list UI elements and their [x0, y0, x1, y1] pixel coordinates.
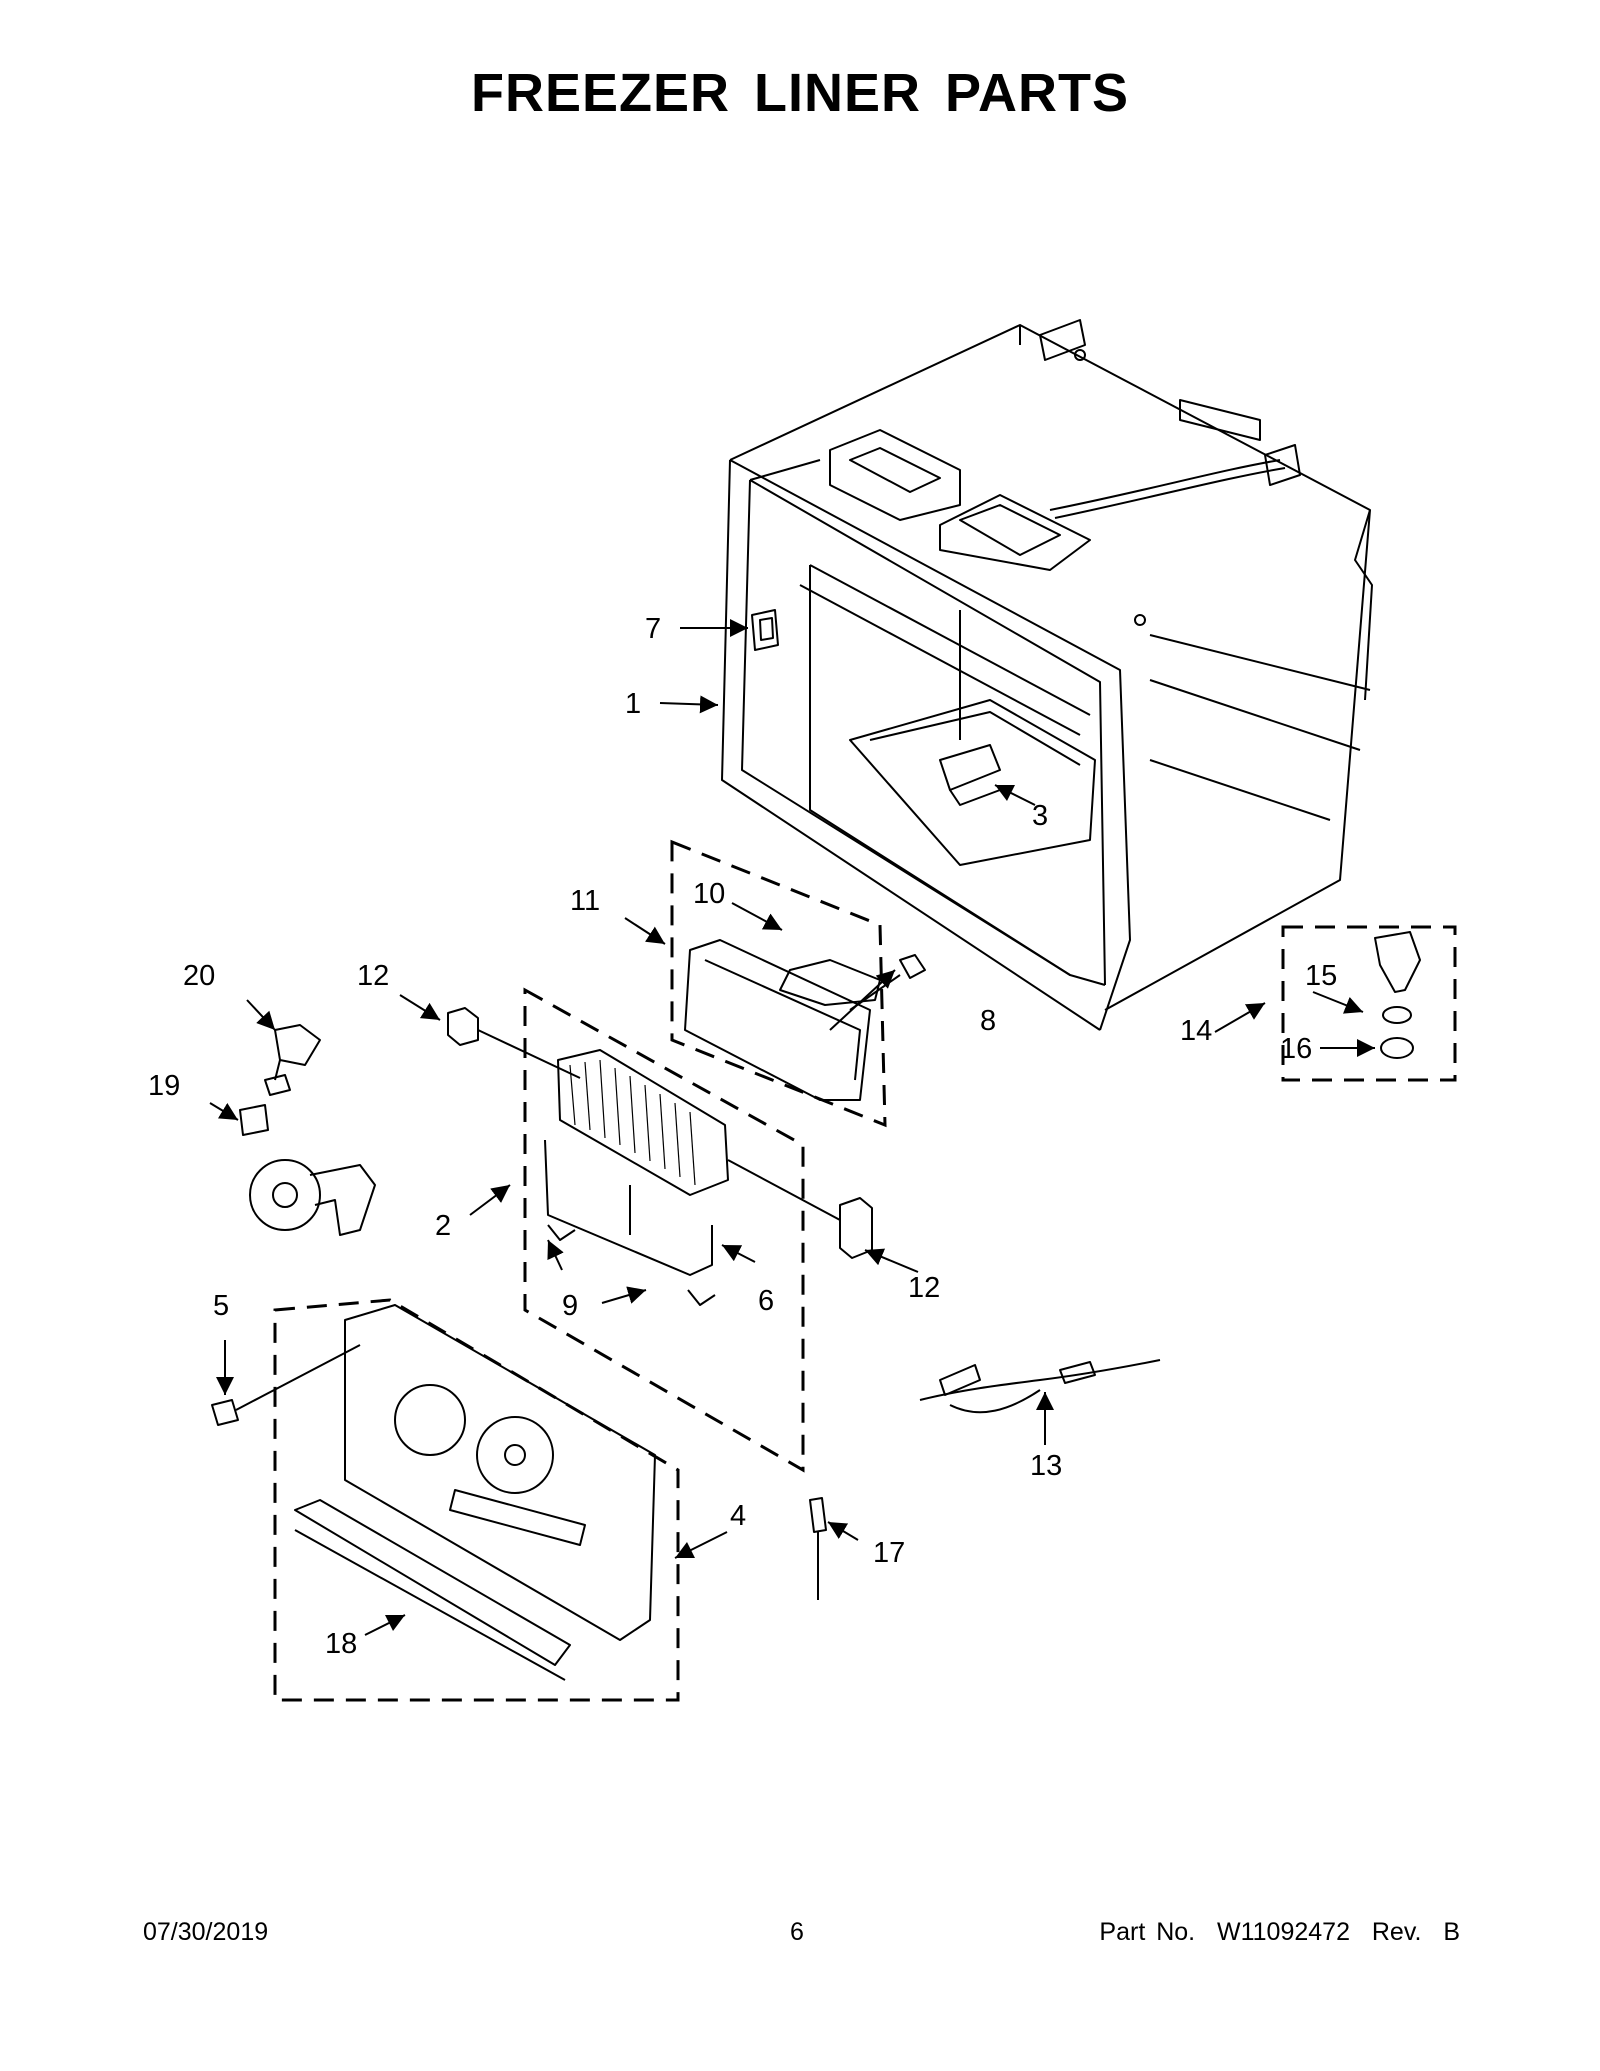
callout-12-bottom: 12: [908, 1272, 940, 1304]
callout-3: 3: [1032, 800, 1048, 832]
small-parts: [211, 931, 1421, 1681]
freezer-liner-drawing: [721, 319, 1373, 1031]
assembly-boxes: [273, 839, 1457, 1702]
callout-1: 1: [625, 688, 641, 720]
callout-7: 7: [645, 613, 661, 645]
callout-17: 17: [873, 1537, 905, 1569]
callout-4: 4: [730, 1500, 746, 1532]
callout-labels: 1 2 3 4 5 6 7 8 9 10 11 12 12 13 14 15 1…: [148, 613, 1337, 1660]
footer-date: 07/30/2019: [143, 1918, 269, 1946]
callout-18: 18: [325, 1628, 357, 1660]
callout-19: 19: [148, 1070, 180, 1102]
footer-part-number: Part No. W11092472 Rev. B: [1099, 1918, 1460, 1946]
callout-15: 15: [1305, 960, 1337, 992]
callout-5: 5: [213, 1290, 229, 1322]
callout-2: 2: [435, 1210, 451, 1242]
callout-6: 6: [758, 1285, 774, 1317]
box-part-2: [523, 987, 805, 1473]
box-part-11: [670, 839, 887, 1128]
leader-arrows: [209, 619, 1375, 1636]
page-title: FREEZER LINER PARTS: [470, 63, 1130, 123]
callout-14: 14: [1180, 1015, 1212, 1047]
callout-8: 8: [980, 1005, 996, 1037]
callout-10: 10: [693, 878, 725, 910]
callout-12-top: 12: [357, 960, 389, 992]
footer-page-number: 6: [790, 1918, 804, 1946]
callout-16: 16: [1280, 1033, 1312, 1065]
callout-9: 9: [562, 1290, 578, 1322]
box-part-14: [1281, 925, 1457, 1082]
callout-13: 13: [1030, 1450, 1062, 1482]
callout-20: 20: [183, 960, 215, 992]
callout-11: 11: [570, 885, 600, 917]
box-part-4: [273, 1298, 680, 1702]
